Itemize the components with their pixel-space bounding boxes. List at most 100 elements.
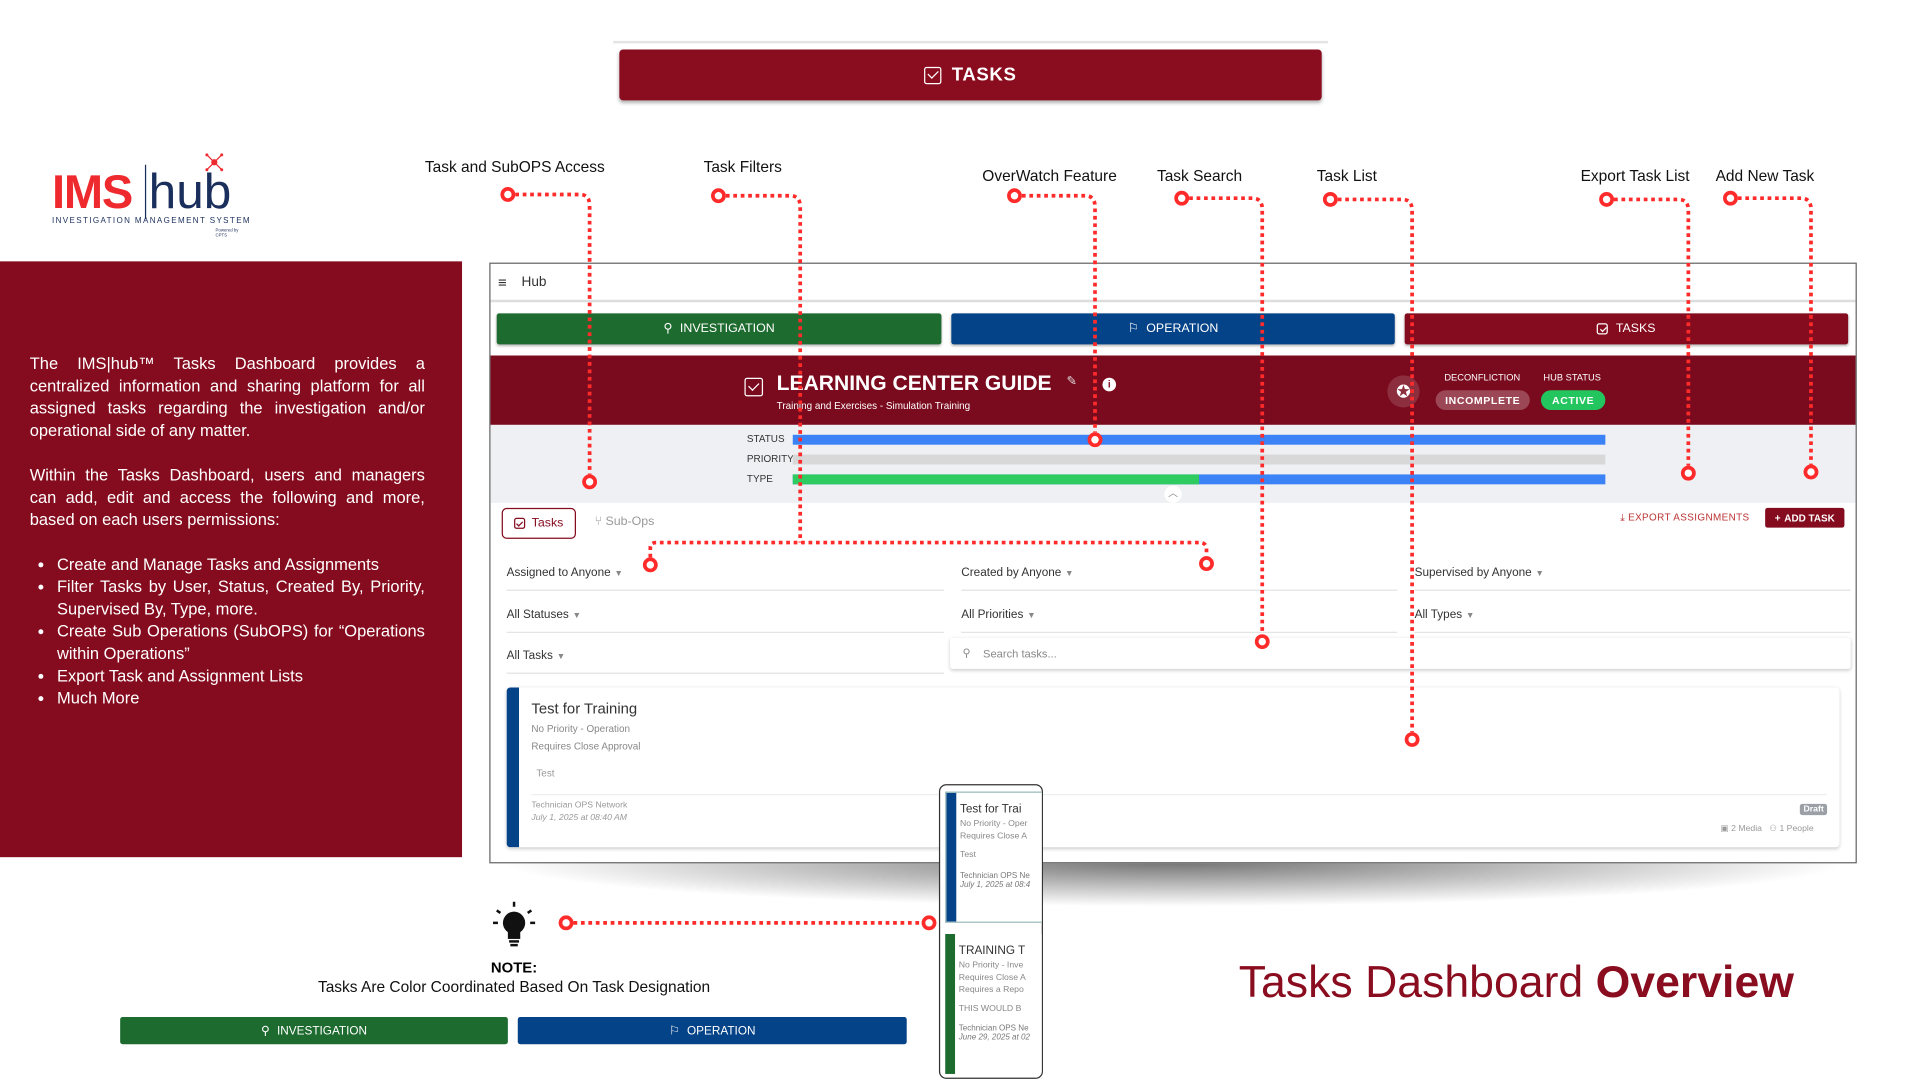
zoom-task-report: Requires a Repo [958, 986, 1024, 995]
flag-icon: ⚐ [1127, 322, 1139, 336]
info-icon[interactable]: i [1102, 377, 1117, 392]
tab-subops-label: Sub-Ops [605, 515, 655, 529]
feature-item: Create and Manage Tasks and Assignments [57, 554, 425, 576]
task-card[interactable]: Test for Training No Priority - Operatio… [506, 687, 1840, 848]
people-count: 1 People [1779, 824, 1814, 834]
add-task-label: ADD TASK [1784, 512, 1835, 524]
zoom-task-title: Test for Trai [959, 802, 1022, 817]
app-shadow [495, 862, 1852, 907]
status-label: STATUS [746, 433, 785, 445]
add-task-button[interactable]: +ADD TASK [1765, 507, 1845, 528]
collapse-icon[interactable]: ︿ [1164, 485, 1182, 503]
zoom-task-desc: Test [959, 850, 976, 860]
priority-label: PRIORITY [746, 453, 794, 465]
operation-button[interactable]: ⚐ OPERATION [951, 313, 1395, 345]
app-header: ≡ Hub [490, 264, 1856, 303]
headline-bold: Overview [1595, 956, 1794, 1008]
filter-value: Assigned to Anyone [506, 566, 611, 580]
tasks-label: TASKS [1615, 322, 1656, 336]
zoom-task-approval: Requires Close A [958, 973, 1026, 983]
tab-subops[interactable]: ⑂ Sub-Ops [595, 515, 655, 529]
investigation-legend-label: INVESTIGATION [277, 1023, 368, 1038]
tab-tasks[interactable]: Tasks [501, 507, 576, 539]
export-assignments-button[interactable]: ⤓ EXPORT ASSIGNMENTS [1620, 512, 1749, 524]
headline-light: Tasks Dashboard [1238, 956, 1596, 1008]
task-date: July 1, 2025 at 08:40 AM [531, 813, 628, 823]
draft-badge: Draft [1799, 803, 1828, 816]
caret-down-icon: ▼ [1465, 611, 1475, 621]
status-filter[interactable]: All Statuses▼ [506, 603, 944, 633]
divider [613, 40, 1328, 44]
caret-down-icon: ▼ [614, 569, 623, 579]
flag-icon: ⚐ [669, 1023, 680, 1038]
task-title: Test for Training [531, 699, 638, 718]
zoom-task-card: Test for Trai No Priority - Oper Require… [945, 791, 1042, 923]
operation-legend-label: OPERATION [687, 1023, 756, 1038]
type-label: TYPE [746, 473, 773, 485]
app-screenshot: ≡ Hub ⚲INVESTIGATION ⚐OPERATION TASKS LE… [489, 262, 1857, 864]
type-filter[interactable]: All Types▼ [1414, 603, 1851, 633]
search-icon: ⚲ [962, 646, 971, 659]
annotation-add: Add New Task [1715, 167, 1815, 185]
filter-value: All Priorities [961, 608, 1024, 622]
line-filters-span [648, 540, 1209, 558]
hub-title-band: LEARNING CENTER GUIDE Training and Exerc… [490, 355, 1856, 425]
line-export [1614, 197, 1691, 466]
annotation-search: Task Search [1156, 167, 1243, 185]
zoom-task-date: June 29, 2025 at 02 [958, 1033, 1030, 1042]
checkbox-icon [924, 66, 942, 84]
page-headline: Tasks Dashboard Overview [1239, 956, 1794, 1008]
filter-value: All Tasks [506, 649, 553, 663]
assigned-filter[interactable]: Assigned to Anyone▼ [506, 561, 944, 591]
edit-icon[interactable]: ✎ [1066, 375, 1077, 389]
task-type-stripe [506, 687, 520, 848]
created-filter[interactable]: Created by Anyone▼ [961, 561, 1398, 591]
tasks-filter[interactable]: All Tasks▼ [506, 644, 944, 674]
priority-filter[interactable]: All Priorities▼ [961, 603, 1398, 633]
zoom-task-meta: No Priority - Inve [958, 961, 1024, 970]
tasks-button[interactable]: TASKS [1404, 313, 1849, 345]
search-input[interactable]: ⚲Search tasks... [950, 638, 1851, 669]
task-description: Test [536, 767, 555, 780]
task-type-stripe [945, 933, 956, 1074]
divider [531, 794, 1828, 796]
zoom-task-approval: Requires Close A [959, 832, 1027, 842]
investigation-label: INVESTIGATION [679, 322, 775, 336]
note-label: NOTE: [490, 958, 538, 977]
line-subops [515, 192, 592, 475]
caret-down-icon: ▼ [556, 652, 566, 662]
line-filters [725, 193, 803, 543]
branch-icon: ⑂ [594, 515, 606, 529]
search-icon: ⚲ [260, 1023, 270, 1038]
annotation-subops: Task and SubOPS Access [424, 158, 605, 176]
media-count: 2 Media [1731, 824, 1763, 834]
menu-icon[interactable]: ≡ [497, 273, 507, 291]
task-network: Technician OPS Network [531, 801, 628, 811]
zoom-task-network: Technician OPS Ne [958, 1024, 1029, 1034]
filter-value: All Statuses [506, 608, 569, 622]
line-list [1337, 197, 1414, 733]
zoom-task-date: July 1, 2025 at 08:4 [959, 880, 1031, 890]
line-overwatch [1021, 193, 1097, 433]
intro-panel: The IMS|hub™ Tasks Dashboard provides a … [0, 261, 463, 858]
logo-hub: hub [144, 164, 231, 220]
caret-down-icon: ▼ [572, 611, 582, 621]
hub-status-badge: ACTIVE [1540, 390, 1606, 411]
zoom-task-desc: THIS WOULD B [958, 1004, 1022, 1014]
operation-label: OPERATION [1146, 322, 1219, 336]
deconfliction-label: DECONFLICTION [1444, 371, 1521, 383]
zoom-task-title: TRAINING T [958, 943, 1026, 958]
task-meta: No Priority - Operation [531, 723, 630, 735]
zoom-task-card: TRAINING T No Priority - Inve Requires C… [945, 933, 1042, 1074]
export-label: EXPORT ASSIGNMENTS [1628, 511, 1750, 523]
download-icon: ⤓ [1620, 511, 1629, 523]
supervised-filter[interactable]: Supervised by Anyone▼ [1414, 561, 1851, 591]
caret-down-icon: ▼ [1535, 569, 1545, 579]
investigation-button[interactable]: ⚲INVESTIGATION [496, 313, 942, 345]
investigation-legend: ⚲ INVESTIGATION [120, 1016, 508, 1045]
deconfliction-icon[interactable]: ✪ [1387, 375, 1420, 408]
type-bar [792, 474, 1606, 485]
annotation-list: Task List [1316, 167, 1377, 185]
filter-value: Supervised by Anyone [1414, 566, 1532, 580]
